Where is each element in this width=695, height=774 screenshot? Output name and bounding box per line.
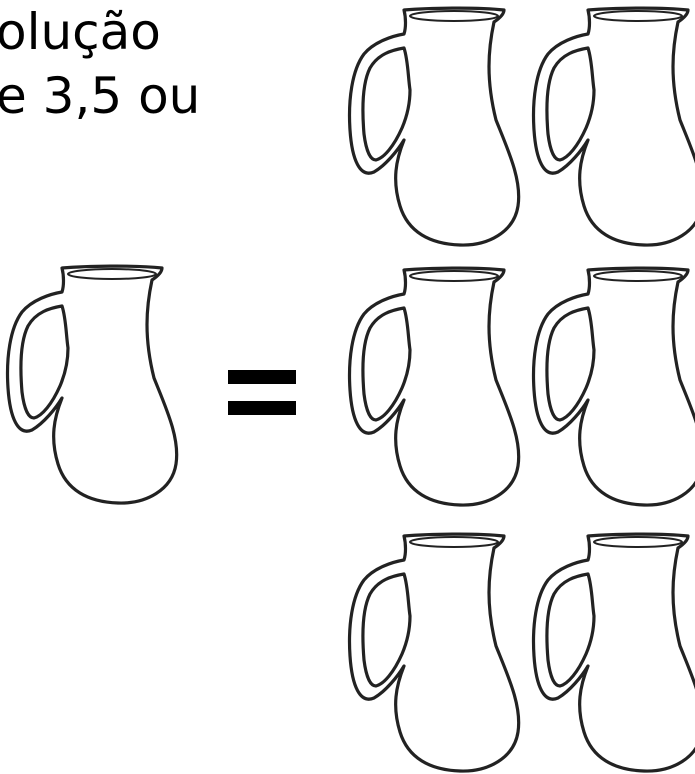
jug-icon-single (5, 264, 179, 505)
jug-icon-r1c1 (347, 6, 521, 247)
jug-icon-r3c2 (531, 532, 695, 773)
jug-icon-r2c2 (531, 266, 695, 507)
text-line-2: e 3,5 ou (0, 67, 201, 125)
jug-icon-r2c1 (347, 266, 521, 507)
text-line-1: olução (0, 3, 161, 61)
jug-icon-r1c2 (531, 6, 695, 247)
jug-grid (347, 6, 695, 773)
jug-icon-r3c1 (347, 532, 521, 773)
equals-sign (228, 370, 296, 415)
